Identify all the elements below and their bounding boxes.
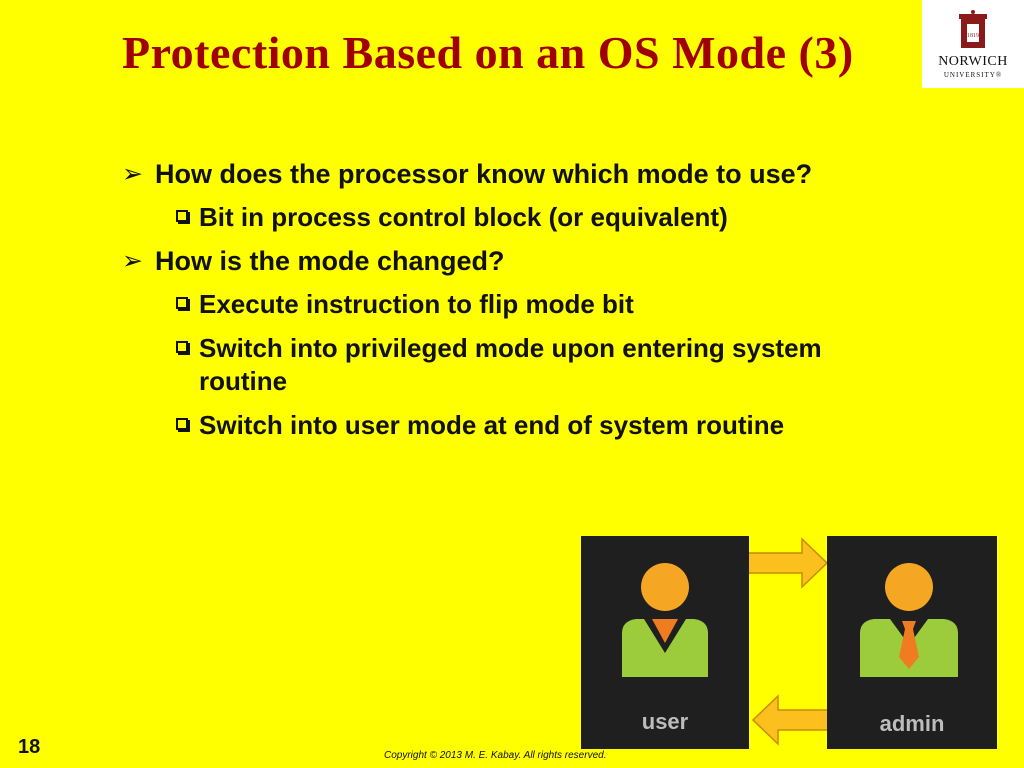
square-bullet-icon xyxy=(176,297,188,309)
user-label: user xyxy=(642,709,689,734)
slide-title: Protection Based on an OS Mode (3) xyxy=(122,27,854,78)
sub-bullet-item: Execute instruction to flip mode bit xyxy=(122,288,912,321)
bullet-text: Bit in process control block (or equival… xyxy=(199,202,728,232)
bullet-item: ➢ How is the mode changed? xyxy=(122,245,912,278)
arrow-left-icon xyxy=(751,694,829,746)
bullet-text: Switch into privileged mode upon enterin… xyxy=(199,333,822,396)
bullet-text: Execute instruction to flip mode bit xyxy=(199,289,634,319)
user-avatar-icon xyxy=(622,563,708,677)
bullet-text: How is the mode changed? xyxy=(155,246,505,276)
user-admin-mode-illustration: user admin xyxy=(581,536,997,749)
user-panel: user xyxy=(581,536,749,749)
admin-avatar-icon xyxy=(860,563,958,677)
square-bullet-icon xyxy=(176,418,188,430)
logo-name: NORWICH xyxy=(938,54,1008,69)
bullet-item: ➢ How does the processor know which mode… xyxy=(122,158,912,191)
arrow-bullet-icon: ➢ xyxy=(122,247,143,275)
logo-subtitle: UNIVERSITY® xyxy=(943,71,1003,79)
arrow-right-icon xyxy=(747,537,829,589)
sub-bullet-item: Bit in process control block (or equival… xyxy=(122,201,912,234)
sub-bullet-item: Switch into user mode at end of system r… xyxy=(122,409,912,442)
admin-panel: admin xyxy=(827,536,997,749)
university-crest-icon: 1819 xyxy=(959,10,987,48)
square-bullet-icon xyxy=(176,341,188,353)
bullet-text: How does the processor know which mode t… xyxy=(155,159,813,189)
bullet-text: Switch into user mode at end of system r… xyxy=(199,410,785,440)
square-bullet-icon xyxy=(176,210,188,222)
sub-bullet-item: Switch into privileged mode upon enterin… xyxy=(122,332,912,398)
arrow-bullet-icon: ➢ xyxy=(122,160,143,188)
slide-number: 18 xyxy=(18,736,41,758)
norwich-university-logo: 1819 NORWICH UNIVERSITY® xyxy=(922,0,1024,88)
logo-year: 1819 xyxy=(967,33,979,39)
admin-label: admin xyxy=(880,711,945,736)
copyright-notice: Copyright © 2013 M. E. Kabay. All rights… xyxy=(384,750,607,761)
bullet-list: ➢ How does the processor know which mode… xyxy=(122,158,912,453)
